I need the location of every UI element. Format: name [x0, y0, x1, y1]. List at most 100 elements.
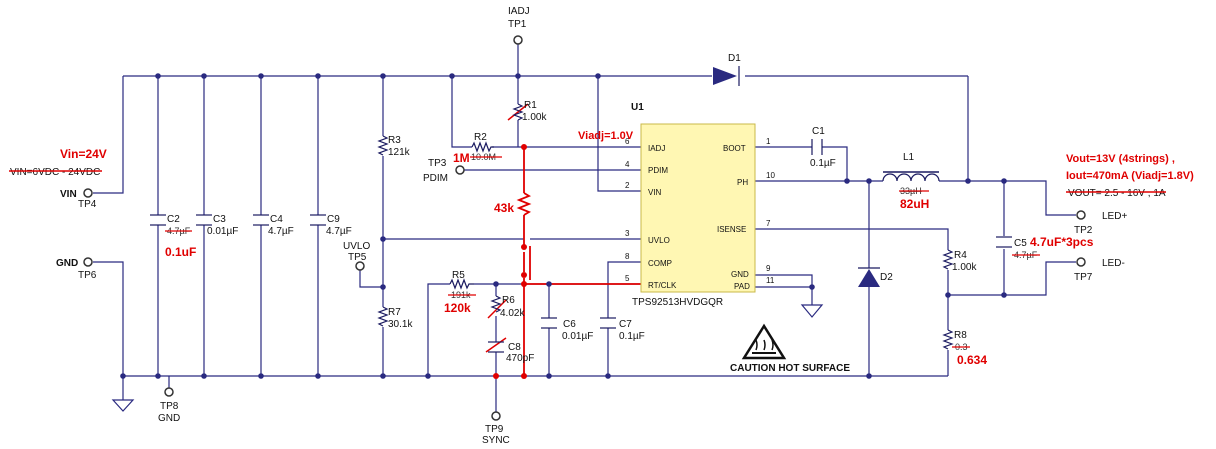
c6-value: 0.01µF: [562, 331, 593, 342]
tp3-net: PDIM: [423, 173, 448, 184]
c4-ref: C4: [270, 214, 283, 225]
r6-value: 4.02k: [500, 308, 525, 319]
warning-text: CAUTION HOT SURFACE: [730, 363, 850, 374]
r4-value: 1.00k: [952, 262, 977, 273]
tp4-net: VIN: [60, 189, 77, 200]
c1-ref: C1: [812, 126, 825, 137]
c5-new-value: 4.7uF*3pcs: [1030, 235, 1094, 249]
tp9-ref: TP9: [485, 424, 504, 435]
pin-name: COMP: [648, 259, 672, 268]
resistor-r4: [942, 249, 954, 270]
pin-num: 1: [766, 137, 771, 146]
r5-new-value: 120k: [444, 301, 471, 315]
c3-ref: C3: [213, 214, 226, 225]
annotations: Vin=24V 0.1uF 1M 43k Viadj=1.0V 120k 82u…: [60, 130, 1194, 367]
r3-ref: R3: [388, 135, 401, 146]
c9-value: 4.7µF: [326, 226, 352, 237]
resistors: R1 1.00k R2 10.0M R3 121k R7 30.1k R5 19…: [377, 100, 977, 352]
c7-ref: C7: [619, 319, 632, 330]
c6-ref: C6: [563, 319, 576, 330]
tp5-net: UVLO: [343, 241, 370, 252]
pin-name: PH: [737, 178, 748, 187]
pin-name: GND: [731, 270, 749, 279]
tp2-ref: TP2: [1074, 225, 1093, 236]
pin-num: 9: [766, 264, 771, 273]
c5-ref: C5: [1014, 238, 1027, 249]
tp6-pad[interactable]: [83, 257, 93, 267]
tp3-pad[interactable]: [455, 165, 465, 175]
tp7-ref: TP7: [1074, 272, 1093, 283]
pin-name: PDIM: [648, 166, 668, 175]
ground-icon: [800, 304, 824, 318]
tp8-net: GND: [158, 413, 180, 424]
r4-ref: R4: [954, 250, 967, 261]
r2-ref: R2: [474, 132, 487, 143]
tp1-pad[interactable]: [513, 35, 523, 45]
pin-num: 6: [625, 137, 630, 146]
tp8-ref: TP8: [160, 401, 179, 412]
resistor-r7: [377, 306, 389, 327]
old-vin-range: VIN=6VDC - 24VDC: [10, 167, 100, 178]
d2-ref: D2: [880, 272, 893, 283]
c2-new-value: 0.1uF: [165, 245, 196, 259]
r8-new-value: 0.634: [957, 353, 987, 367]
diode-d2: D2: [858, 267, 893, 287]
pin-num: 11: [766, 276, 775, 285]
resistor-r5: [449, 278, 474, 290]
tp8-pad[interactable]: [164, 387, 174, 397]
added-resistor-value: 43k: [494, 201, 514, 215]
resistor-r3: [377, 135, 389, 156]
r7-value: 30.1k: [388, 319, 413, 330]
red-modifications: [485, 103, 641, 379]
pin-num: 3: [625, 229, 630, 238]
r8-ref: R8: [954, 330, 967, 341]
c2-ref: C2: [167, 214, 180, 225]
c8-value: 470pF: [506, 353, 534, 364]
tp7-pad[interactable]: [1076, 257, 1086, 267]
r3-value: 121k: [388, 147, 411, 158]
tp5-ref: TP5: [348, 252, 367, 263]
r2-new-value: 1M: [453, 151, 470, 165]
hot-surface-warning: CAUTION HOT SURFACE: [730, 323, 850, 374]
c9-ref: C9: [327, 214, 340, 225]
pin-name: RT/CLK: [648, 281, 677, 290]
ic-ref: U1: [631, 102, 644, 113]
inductor-l1: L1 33µH: [882, 152, 940, 196]
old-vout-range: VOUT= 2.5 - 16V , 1A: [1068, 188, 1166, 199]
r1-value: 1.00k: [522, 112, 547, 123]
ic-body: [640, 123, 756, 293]
tp9-pad[interactable]: [491, 411, 501, 421]
iout-note: Iout=470mA (Viadj=1.8V): [1066, 170, 1194, 182]
resistor-r8: [942, 329, 954, 350]
tp6-net: GND: [56, 258, 78, 269]
tp4-ref: TP4: [78, 199, 97, 210]
tp2-pad[interactable]: [1076, 210, 1086, 220]
r6-ref: R6: [502, 295, 515, 306]
pin-name: UVLO: [648, 236, 670, 245]
r5-ref: R5: [452, 270, 465, 281]
tp5-pad[interactable]: [355, 261, 365, 271]
r7-ref: R7: [388, 307, 401, 318]
resistor-r2: [471, 141, 494, 153]
d1-ref: D1: [728, 53, 741, 64]
tp1-ref: TP1: [508, 19, 527, 30]
pin-num: 10: [766, 171, 775, 180]
vin-note: Vin=24V: [60, 147, 107, 161]
pin-num: 2: [625, 181, 630, 190]
wires: [93, 44, 1076, 412]
tp9-net: SYNC: [482, 435, 510, 446]
tp7-net: LED-: [1102, 258, 1125, 269]
ground-symbols: [111, 304, 824, 412]
pin-name: VIN: [648, 188, 662, 197]
viadj-note: Viadj=1.0V: [578, 130, 634, 142]
tp4-pad[interactable]: [83, 188, 93, 198]
pin-num: 4: [625, 160, 630, 169]
ic-part-number: TPS92513HVDGQR: [632, 297, 723, 308]
c1-value: 0.1µF: [810, 158, 836, 169]
pin-num: 8: [625, 252, 630, 261]
c8-ref: C8: [508, 342, 521, 353]
diode-d1: D1: [713, 53, 741, 86]
vout-note: Vout=13V (4strings) ,: [1066, 153, 1175, 165]
pin-num: 7: [766, 219, 771, 228]
